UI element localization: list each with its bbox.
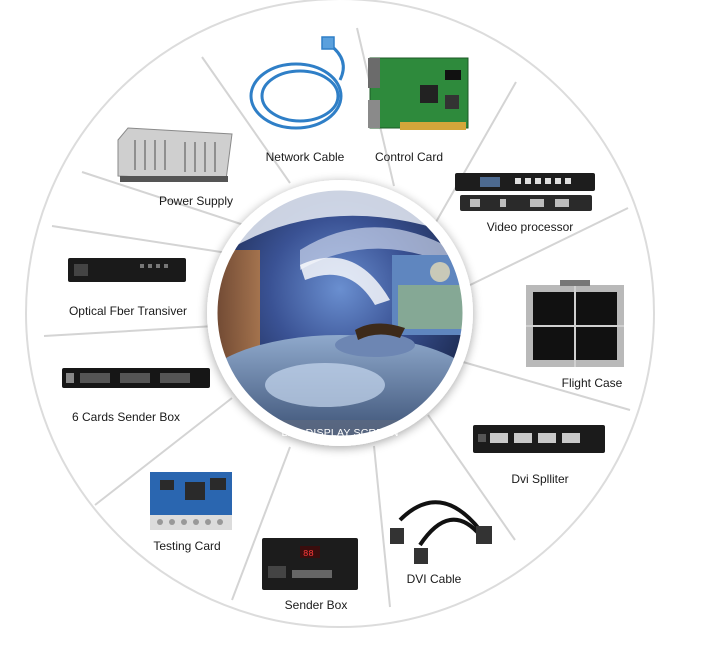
dvi-cable-icon (390, 500, 492, 564)
segment-optical-fiber-transceiver[interactable]: Optical Fber Transiver (68, 258, 187, 318)
segment-dividers (43, 27, 631, 608)
video-processor-icon (455, 173, 595, 211)
segment-power-supply[interactable]: Power Supply (117, 127, 233, 208)
svg-text:88: 88 (303, 549, 314, 559)
segment-label: Control Card (375, 150, 443, 164)
power-supply-icon (117, 127, 233, 182)
segment-dvi-splitter[interactable]: Dvi Splliter (473, 425, 605, 486)
center-ring (212, 185, 468, 441)
six-cards-sender-box-icon (62, 368, 210, 388)
segment-sender-box[interactable]: 88 Sender Box (262, 538, 358, 612)
network-cable-icon (249, 36, 345, 130)
segment-label: Network Cable (266, 150, 345, 164)
segment-label: Dvi Splliter (511, 472, 568, 486)
segment-label: Video processor (487, 220, 574, 234)
segment-six-cards-sender-box[interactable]: 6 Cards Sender Box (62, 368, 210, 424)
segment-label: Flight Case (562, 376, 623, 390)
dvi-splitter-icon (473, 425, 605, 453)
testing-card-icon (150, 472, 232, 530)
segment-flight-case[interactable]: Flight Case (526, 280, 624, 390)
segment-testing-card[interactable]: Testing Card (150, 472, 232, 553)
segment-label: Power Supply (159, 194, 233, 208)
segment-label: Testing Card (153, 539, 220, 553)
segment-label: Sender Box (285, 598, 348, 612)
segment-control-card[interactable]: Control Card (368, 57, 469, 164)
segment-label: Optical Fber Transiver (69, 304, 187, 318)
optical-fiber-transceiver-icon (68, 258, 186, 282)
segment-dvi-cable[interactable]: DVI Cable (390, 500, 492, 586)
flight-case-icon (526, 280, 624, 367)
segment-label: DVI Cable (407, 572, 462, 586)
segment-label: 6 Cards Sender Box (72, 410, 180, 424)
segment-network-cable[interactable]: Network Cable (249, 36, 345, 164)
segment-video-processor[interactable]: Video processor (455, 173, 595, 234)
sender-box-icon: 88 (262, 538, 358, 590)
control-card-icon (368, 57, 469, 130)
